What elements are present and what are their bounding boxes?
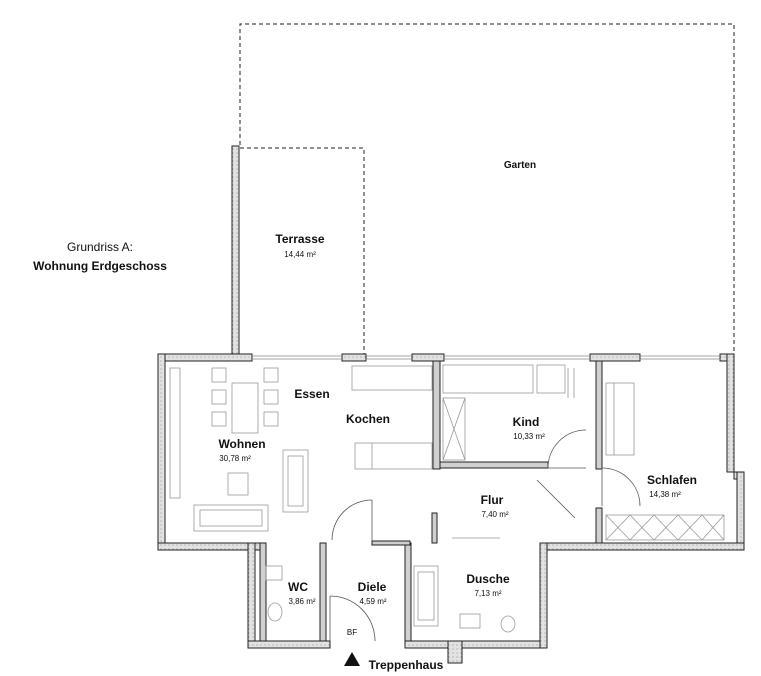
outer-walls [157,353,745,664]
terrace-wall [231,145,240,359]
wc-label: WC [288,580,308,594]
garden-boundary [239,23,735,354]
child-room-furniture [442,364,575,461]
inner-walls [259,360,603,642]
kitchen-furniture [351,365,433,470]
entrance-arrow-icon [344,652,360,666]
living-furniture [169,367,309,532]
door-swings [329,429,641,642]
kochen-label: Kochen [346,412,390,426]
caption-subtitle: Wohnung Erdgeschoss [33,259,167,273]
sanitary-fixtures [265,537,516,633]
schlafen-area: 14,38 m² [649,490,681,499]
kind-area: 10,33 m² [513,432,545,441]
caption-title: Grundriss A: [66,240,134,254]
bedroom-furniture [605,382,725,541]
diele-area: 4,59 m² [359,597,386,606]
flur-area: 7,40 m² [481,510,508,519]
essen-label: Essen [294,387,329,401]
dusche-label: Dusche [466,572,510,586]
diele-label: Diele [358,580,387,594]
garten-label: Garten [504,160,536,171]
wohnen-label: Wohnen [218,437,265,451]
floor-plan-caption: Grundriss A: Wohnung Erdgeschoss [0,238,200,276]
terrasse-area: 14,44 m² [284,250,316,259]
bf-label: BF [347,628,357,637]
schlafen-label: Schlafen [647,473,697,487]
terrace-boundary [240,147,365,354]
wc-area: 3,86 m² [288,597,315,606]
wohnen-area: 30,78 m² [219,454,251,463]
windows [252,355,720,360]
terrasse-label: Terrasse [275,232,324,246]
dusche-area: 7,13 m² [474,589,501,598]
kind-label: Kind [513,415,540,429]
flur-label: Flur [481,493,504,507]
treppenhaus-label: Treppenhaus [369,658,444,672]
